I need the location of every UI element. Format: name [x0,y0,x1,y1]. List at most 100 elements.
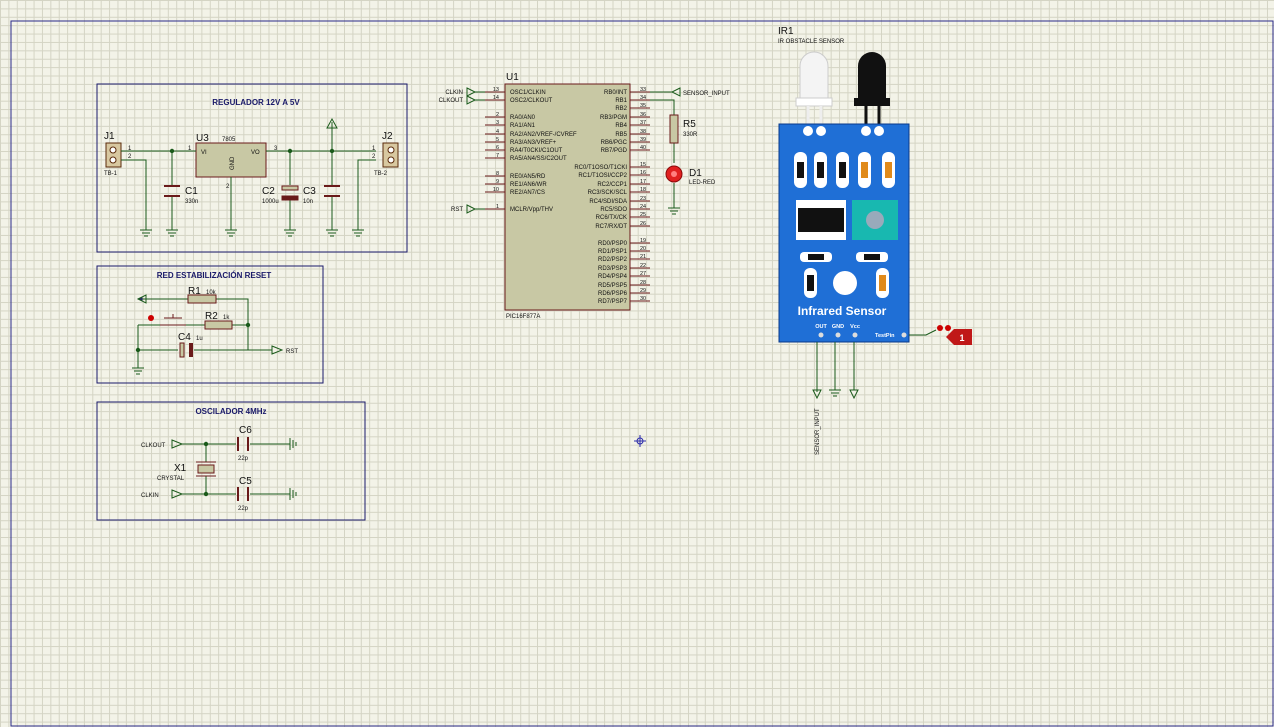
r5-resistor[interactable] [669,114,679,144]
sensor-out-terminal-icon[interactable] [812,389,822,400]
svg-text:RB3/PGM: RB3/PGM [600,115,627,121]
ground-icon [132,367,144,375]
svg-text:37: 37 [640,120,646,126]
svg-text:27: 27 [640,271,646,277]
svg-text:RD4/PSP4: RD4/PSP4 [598,274,628,280]
svg-text:2: 2 [496,112,499,118]
sensor-input-terminal-icon[interactable] [670,87,681,97]
mcu-net-clkin[interactable]: CLKIN [445,87,485,97]
c3-capacitor[interactable] [324,185,340,197]
sheet-border [10,20,1274,727]
ir-emitter-led[interactable] [795,51,833,130]
logic-probe-icon[interactable] [937,325,972,345]
svg-text:RD1/PSP1: RD1/PSP1 [598,249,628,255]
d1-value: LED-RED [689,180,716,186]
svg-text:17: 17 [640,179,646,185]
ir-pin-out-label: OUT [815,324,827,330]
j2-value: TB-2 [374,171,388,177]
svg-text:6: 6 [496,145,499,151]
svg-text:RA1/AN1: RA1/AN1 [510,123,536,129]
mcu-right-pins: 33RB0/INT34RB135RB236RB3/PGM37RB438RB539… [574,87,650,305]
led-branch: R5 330R D1 LED-RED [650,99,716,215]
rst-terminal-icon[interactable] [271,345,284,355]
r1-ref: R1 [188,286,201,297]
c6-value: 22p [238,456,249,462]
svg-text:RC6/TX/CK: RC6/TX/CK [596,215,627,221]
reset-pushbutton[interactable] [148,314,186,326]
r2-value: 1k [223,315,230,321]
c4-capacitor[interactable] [179,342,193,358]
c4-ref: C4 [178,332,191,343]
regulator-block: REGULADOR 12V A 5V J1 TB-1 1 2 U3 7805 V… [96,83,408,253]
regulator-title: REGULADOR 12V A 5V [212,98,300,107]
svg-text:RB7/PGD: RB7/PGD [601,148,628,154]
x1-crystal[interactable] [196,461,216,477]
c6-capacitor[interactable] [237,437,249,451]
u3-regulator[interactable] [195,142,267,178]
c1-capacitor[interactable] [164,185,180,197]
svg-text:RD5/PSP5: RD5/PSP5 [598,283,628,289]
svg-text:15: 15 [640,162,646,168]
j1-pin1: 1 [128,146,132,152]
svg-text:RC7/RX/DT: RC7/RX/DT [595,224,627,230]
r2-resistor[interactable] [204,320,233,330]
u1-chip-body[interactable] [504,83,631,311]
mcu-net-rst[interactable]: RST [451,204,485,214]
sensor-input-net-label: SENSOR_INPUT [683,91,730,97]
u3-pin2: 2 [226,184,230,190]
svg-text:39: 39 [640,137,646,143]
r1-resistor[interactable] [187,294,217,304]
c5-capacitor[interactable] [237,487,249,501]
r5-ref: R5 [683,119,696,130]
svg-text:21: 21 [640,254,646,260]
c2-capacitor[interactable] [281,185,299,201]
rst-terminal-label: RST [286,349,298,355]
ground-icon [668,207,680,215]
mcu-net-clkout[interactable]: CLKOUT [439,95,485,105]
sensor-input-net: SENSOR_INPUT [650,87,730,97]
j1-ref: J1 [104,131,115,142]
ir-receiver-led[interactable] [854,52,890,130]
svg-text:26: 26 [640,221,646,227]
clkout-terminal-icon[interactable] [171,439,184,449]
svg-text:RB0/INT: RB0/INT [604,90,627,96]
clkin-terminal-icon[interactable] [171,489,184,499]
